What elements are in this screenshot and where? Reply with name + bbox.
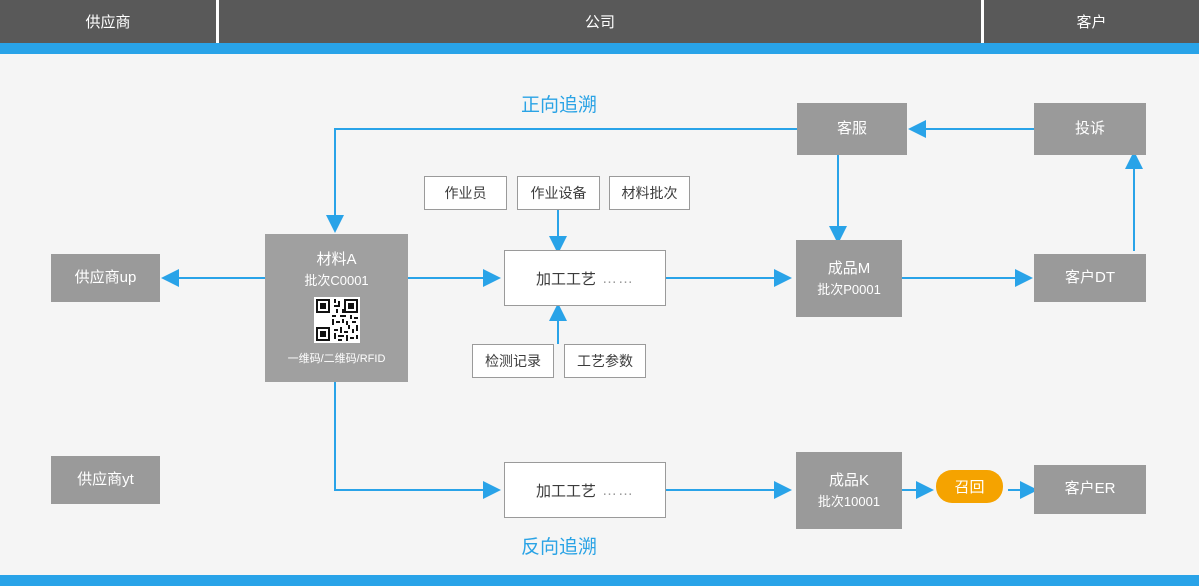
box-inspection-record-label: 检测记录 — [485, 353, 541, 369]
swimlane-customer: 客户 — [984, 0, 1199, 52]
qr-code-icon — [313, 296, 360, 343]
node-process-top-dots: …… — [602, 269, 634, 287]
swimlane-customer-label: 客户 — [1076, 14, 1107, 31]
node-customer-er[interactable]: 客户ER — [1034, 465, 1146, 514]
node-process-bottom-dots: …… — [602, 481, 634, 499]
box-operator[interactable]: 作业员 — [424, 176, 507, 210]
node-product-m-title: 成品M — [827, 259, 871, 277]
swimlane-supplier-label: 供应商 — [85, 14, 131, 31]
node-customer-service-label: 客服 — [836, 119, 867, 137]
node-customer-service[interactable]: 客服 — [797, 103, 907, 155]
node-process-bottom-label: 加工工艺 — [535, 482, 596, 500]
badge-recall[interactable]: 召回 — [936, 470, 1003, 503]
node-supplier-up[interactable]: 供应商up — [51, 254, 160, 302]
box-equipment[interactable]: 作业设备 — [517, 176, 600, 210]
node-product-k-title: 成品K — [828, 471, 869, 489]
swimlane-supplier: 供应商 — [0, 0, 216, 52]
node-complaint-label: 投诉 — [1074, 119, 1105, 137]
box-operator-label: 作业员 — [444, 185, 487, 201]
node-product-k-batch: 批次10001 — [817, 494, 881, 509]
node-process-top-label: 加工工艺 — [535, 270, 596, 288]
box-process-parameter-label: 工艺参数 — [577, 353, 633, 369]
node-complaint[interactable]: 投诉 — [1034, 103, 1146, 155]
box-material-lot-label: 材料批次 — [621, 185, 678, 201]
swimlane-company-label: 公司 — [584, 14, 615, 31]
header-divider-1 — [216, 0, 219, 43]
node-product-m[interactable]: 成品M 批次P0001 — [796, 240, 902, 317]
bottom-accent-bar — [0, 575, 1199, 586]
box-inspection-record[interactable]: 检测记录 — [472, 344, 554, 378]
node-process-bottom[interactable]: 加工工艺 …… — [504, 462, 666, 518]
header-divider-2 — [981, 0, 984, 43]
swimlane-company: 公司 — [219, 0, 981, 52]
node-supplier-yt[interactable]: 供应商yt — [51, 456, 160, 504]
node-product-m-batch: 批次P0001 — [817, 282, 881, 297]
node-supplier-yt-label: 供应商yt — [77, 470, 134, 488]
node-process-top[interactable]: 加工工艺 …… — [504, 250, 666, 306]
node-product-k[interactable]: 成品K 批次10001 — [796, 452, 902, 529]
node-material-a-code: 一维码/二维码/RFID — [287, 352, 386, 365]
box-process-parameter[interactable]: 工艺参数 — [564, 344, 646, 378]
node-customer-dt-label: 客户DT — [1065, 268, 1115, 286]
forward-trace-label: 正向追溯 — [521, 95, 598, 116]
node-supplier-up-label: 供应商up — [74, 268, 137, 286]
node-customer-dt[interactable]: 客户DT — [1034, 254, 1146, 302]
node-material-a-batch: 批次C0001 — [304, 273, 369, 289]
diagram-canvas: 正向追溯 反向追溯 客服 投诉 作业员 作业设备 材料批次 供应商up 材料A … — [0, 54, 1199, 575]
box-equipment-label: 作业设备 — [530, 185, 587, 201]
top-accent-bar — [0, 43, 1199, 54]
box-material-lot[interactable]: 材料批次 — [609, 176, 690, 210]
node-material-a[interactable]: 材料A 批次C0001 — [265, 234, 408, 382]
node-material-a-title: 材料A — [316, 250, 357, 268]
node-customer-er-label: 客户ER — [1064, 480, 1116, 498]
badge-recall-label: 召回 — [954, 479, 985, 496]
backward-trace-label: 反向追溯 — [521, 537, 598, 558]
swimlane-header: 供应商 公司 客户 — [0, 0, 1199, 52]
